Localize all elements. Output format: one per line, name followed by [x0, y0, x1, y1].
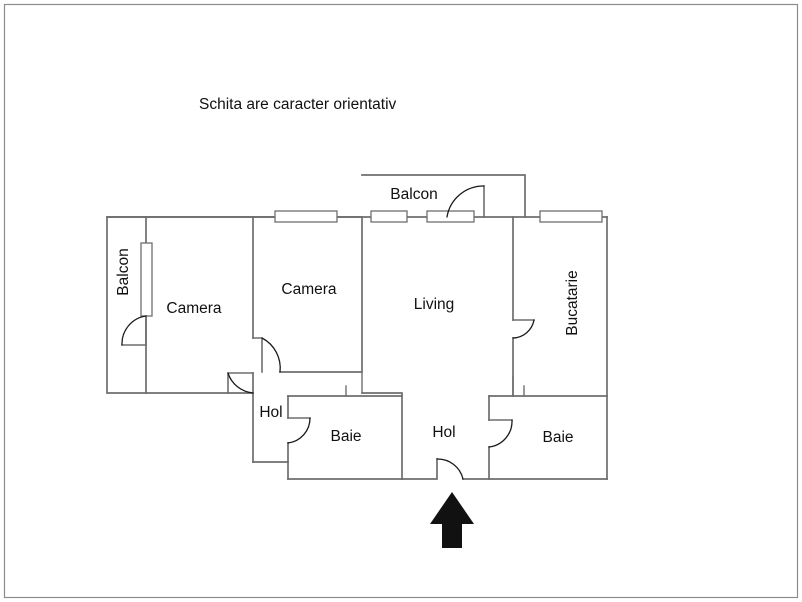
room-label-hol-center: Hol — [432, 424, 455, 441]
door-baie-left-arc — [287, 417, 311, 444]
door-camera-left-arc — [227, 372, 254, 394]
window-camera-mid — [274, 210, 338, 223]
wall-living-bottom-left — [361, 392, 403, 480]
wall-baie-left — [287, 395, 403, 480]
entrance-arrow — [430, 492, 474, 548]
door-balcon-top-arc — [446, 185, 485, 218]
room-label-balcon-top: Balcon — [390, 186, 437, 203]
door-bucatarie-arc — [512, 319, 535, 339]
door-balcon-left-arc — [121, 315, 147, 346]
room-label-bucatarie: Bucatarie — [564, 270, 581, 335]
wall-hol-left — [252, 392, 289, 480]
door-entry-arc — [436, 458, 464, 480]
wall-hol-center-bottom — [401, 458, 490, 480]
door-balcon-left-jamb — [121, 315, 147, 346]
room-label-hol-left: Hol — [259, 404, 282, 421]
wall-stubs — [361, 371, 514, 397]
room-label-camera-left: Camera — [166, 300, 222, 317]
window-balcon-top-right — [426, 210, 475, 223]
window-bucatarie — [539, 210, 603, 223]
window-balcon-top-left — [370, 210, 408, 223]
wall-balcon-top — [361, 174, 526, 218]
door-baie-right-arc — [488, 419, 513, 448]
plan-title: Schita are caracter orientativ — [199, 96, 397, 113]
room-label-baie-left: Baie — [330, 428, 361, 445]
page-border — [3, 3, 799, 599]
window-balcon-left-vertical — [140, 242, 153, 317]
wall-baie-right-left-edge — [488, 395, 608, 480]
door-group — [121, 185, 535, 480]
room-label-baie-right: Baie — [542, 429, 573, 446]
door-camera-mid-arc — [261, 337, 281, 373]
room-label-living: Living — [414, 296, 455, 313]
room-label-camera-mid: Camera — [281, 281, 337, 298]
room-label-balcon-left: Balcon — [115, 248, 132, 295]
